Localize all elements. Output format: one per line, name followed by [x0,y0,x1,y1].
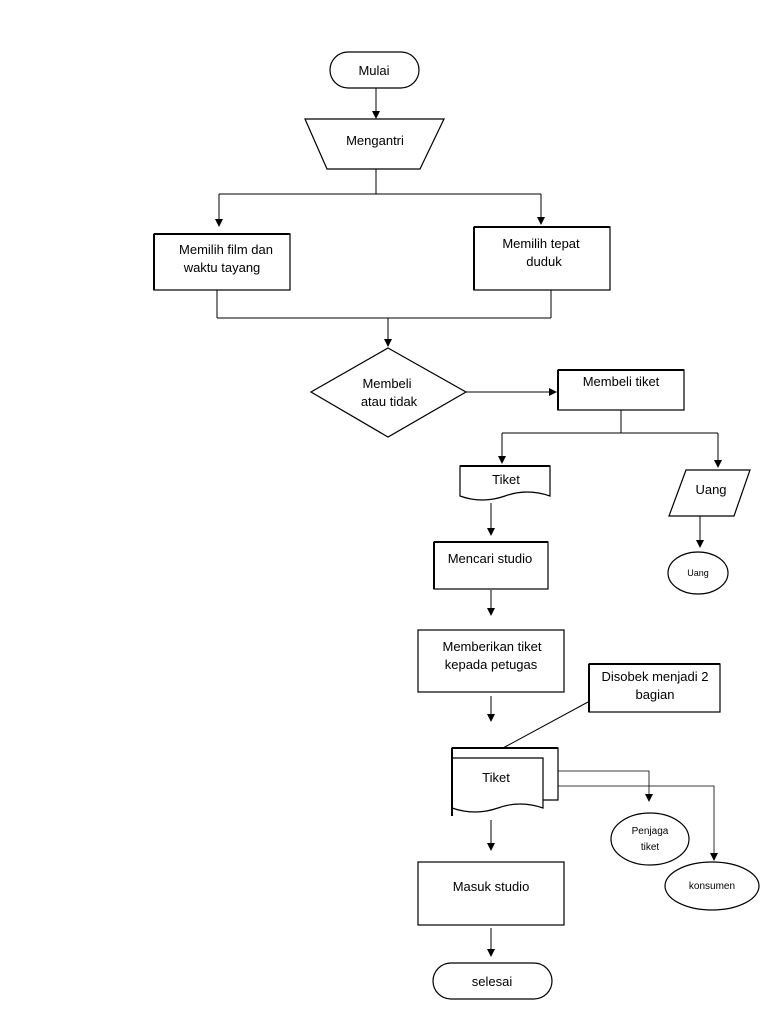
mencari-studio-process: Mencari studio [433,541,549,590]
uang-oval-shape [667,551,729,595]
masuk-studio-process: Masuk studio [417,861,565,926]
disobek-line-1: Disobek menjadi 2 [602,669,709,684]
end-terminator: selesai [432,962,553,1000]
uang-io: Uang [668,469,751,517]
membeli-tiket-shape [557,369,685,411]
tiket-multidocument: Tiket [451,747,559,816]
memilih-film-line-2: waktu tayang [183,260,261,275]
membeli-tiket-process: Membeli tiket [557,369,685,411]
connectors [215,88,722,957]
memberikan-tiket-shape [417,629,565,693]
uang-io-label: Uang [695,482,726,497]
mencari-studio-label: Mencari studio [448,551,533,566]
decision-shape [309,347,468,438]
membeli-tiket-label: Membeli tiket [583,374,660,389]
memberikan-tiket-line-2: kepada petugas [445,657,538,672]
penjaga-tiket-shape [610,812,690,866]
mengantri-shape [304,118,445,170]
memilih-tempat-line-2: duduk [526,254,562,269]
penjaga-tiket-line-2: tiket [641,842,660,853]
memilih-film-line-1: Memilih film dan [179,242,273,257]
start-shape [329,51,420,89]
penjaga-tiket-terminal: Penjaga tiket [610,812,690,866]
tiket-document: Tiket [459,465,551,501]
uang-oval-label: Uang [687,568,709,578]
mengantri-label: Mengantri [346,133,404,148]
mengantri-operation: Mengantri [304,118,445,170]
disobek-annotation: Disobek menjadi 2 bagian [588,663,721,713]
end-label: selesai [472,974,513,989]
arrow-tiket-to-konsumen [558,785,718,861]
decision-line-1: Membeli [362,376,411,391]
memilih-film-process: Memilih film dan waktu tayang [153,233,291,291]
masuk-studio-shape [417,861,565,926]
membeli-decision: Membeli atau tidak [309,347,468,438]
tiket-multidoc-label: Tiket [482,770,510,785]
memilih-tempat-process: Memilih tepat duduk [473,226,611,291]
disobek-line-2: bagian [635,687,674,702]
mencari-studio-shape [433,541,549,590]
penjaga-tiket-line-1: Penjaga [632,826,669,837]
masuk-studio-label: Masuk studio [453,879,530,894]
tiket-multidoc-front [451,757,544,813]
start-terminator: Mulai [329,51,420,89]
tiket-document-shape [459,465,551,501]
uang-io-shape [668,469,751,517]
konsumen-shape [664,861,760,911]
arrow-tiket-to-penjaga [558,770,653,802]
konsumen-label: konsumen [689,881,735,892]
uang-terminal: Uang [667,551,729,595]
decision-line-2: atau tidak [361,394,418,409]
start-label: Mulai [358,63,389,78]
memilih-tempat-line-1: Memilih tepat [502,236,580,251]
memilih-film-shape [153,233,291,291]
line-note-to-tiket [502,701,589,749]
memberikan-tiket-process: Memberikan tiket kepada petugas [417,629,565,693]
disobek-shape [588,663,721,713]
end-shape [432,962,553,1000]
konsumen-terminal: konsumen [664,861,760,911]
tiket-document-label: Tiket [492,472,520,487]
memberikan-tiket-line-1: Memberikan tiket [443,639,542,654]
